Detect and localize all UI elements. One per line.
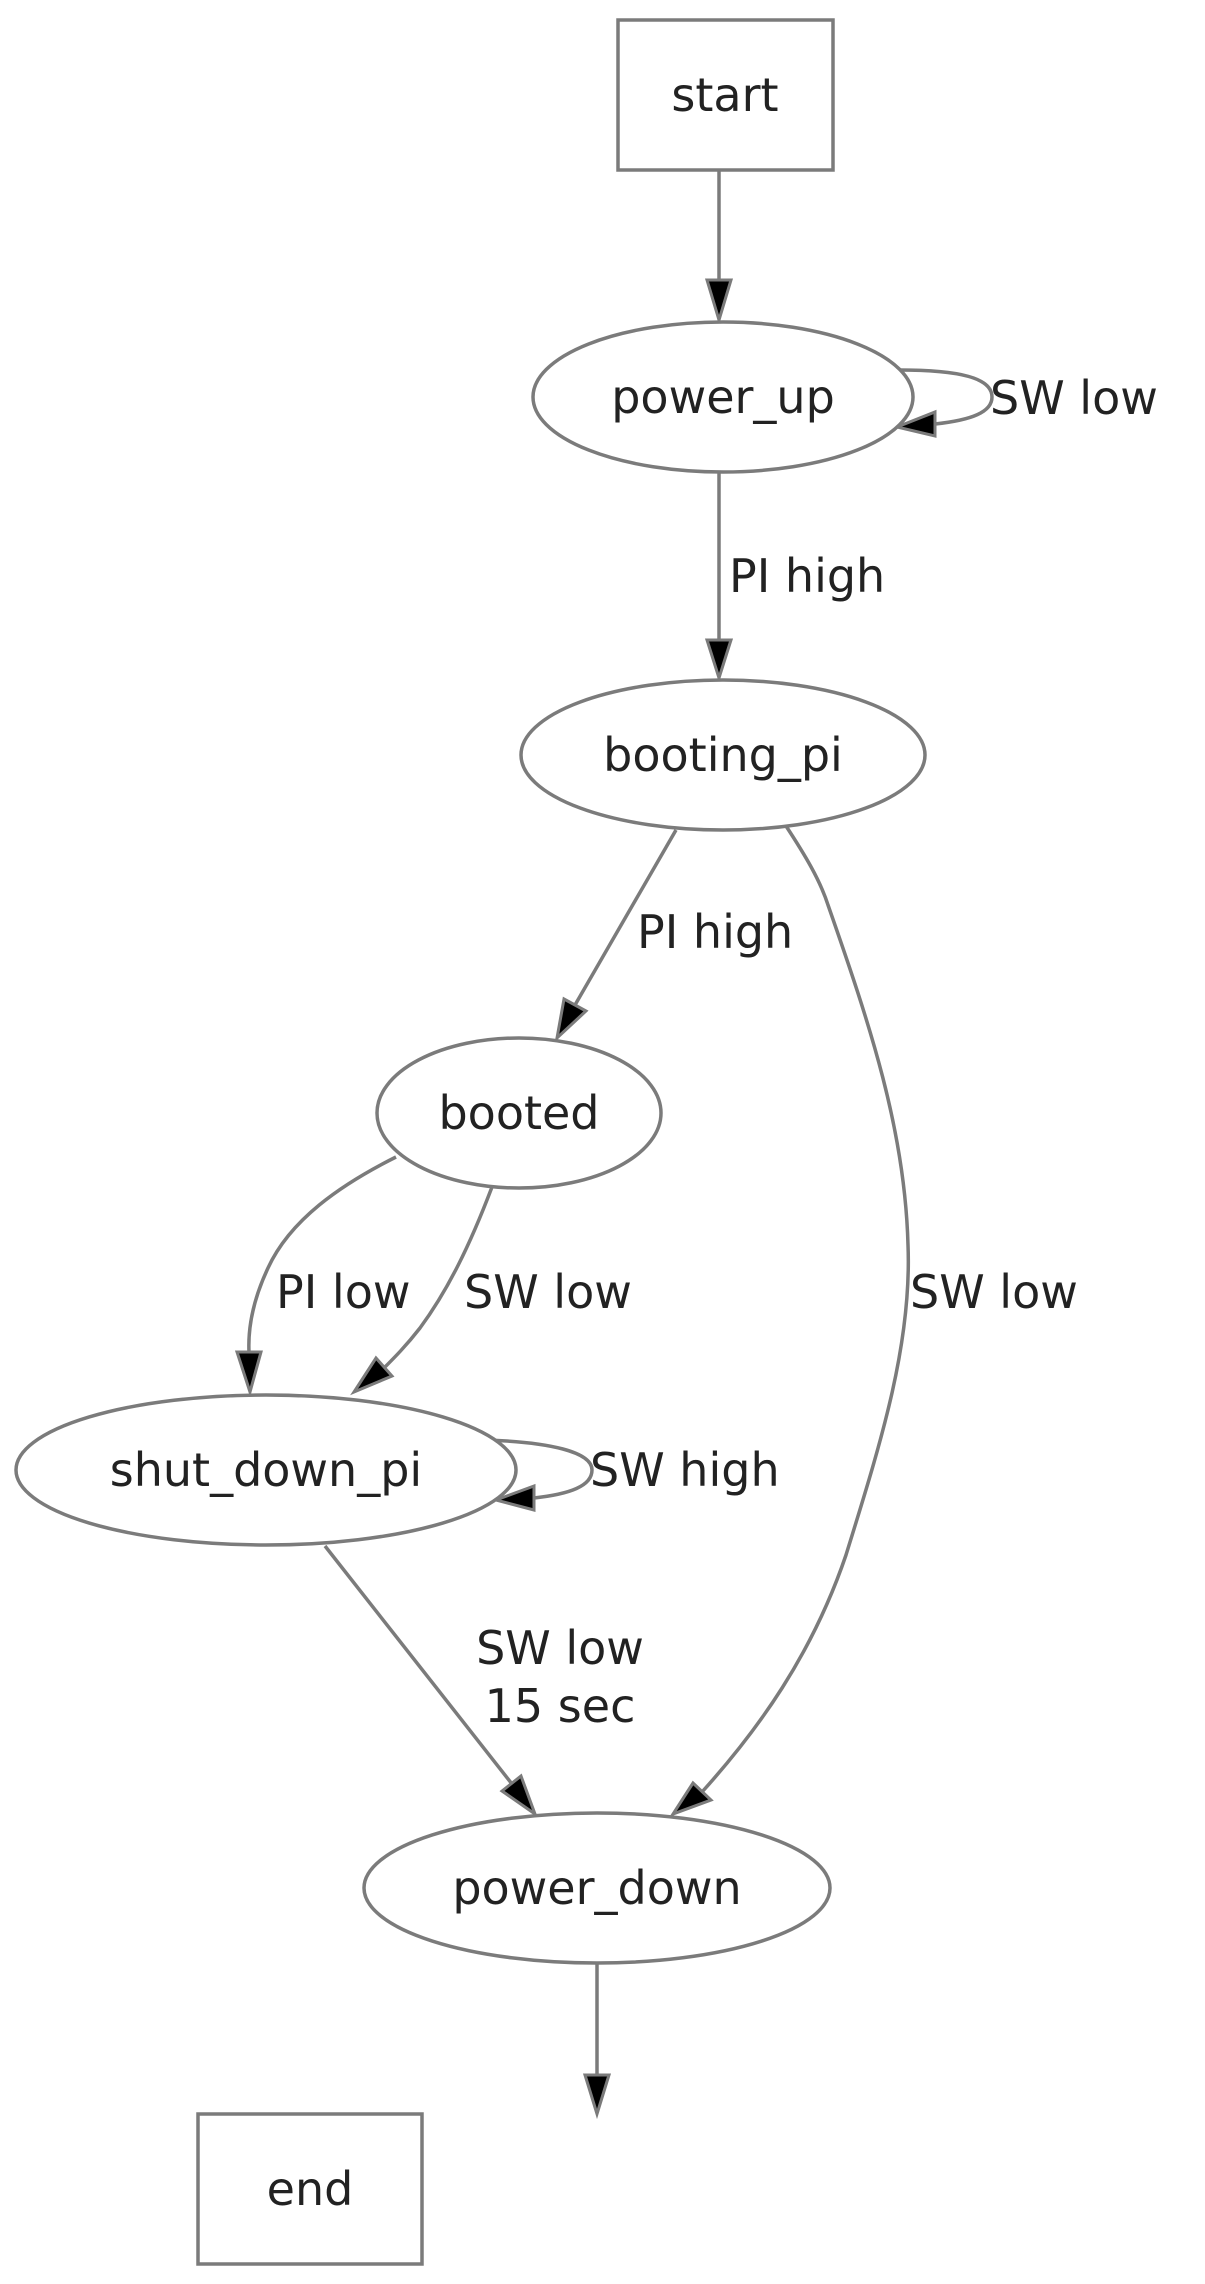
arrow-head bbox=[499, 1773, 539, 1818]
edge-label-power-up-to-booting-pi: PI high bbox=[729, 549, 885, 603]
node-power-down: power_down bbox=[362, 1811, 832, 1965]
node-label-end: end bbox=[267, 2162, 354, 2216]
edge-label-booted-to-shut-down-pi-pi-low: PI low bbox=[276, 1265, 410, 1319]
node-power-up: power_up bbox=[531, 320, 915, 474]
node-label-booting-pi: booting_pi bbox=[603, 728, 843, 782]
node-label-shut-down-pi: shut_down_pi bbox=[110, 1443, 422, 1497]
node-label-start: start bbox=[671, 68, 778, 122]
arrow-head bbox=[234, 1350, 263, 1398]
edge-label-booting-pi-to-booted: PI high bbox=[637, 905, 793, 959]
node-booted: booted bbox=[375, 1036, 663, 1190]
node-end: end bbox=[196, 2112, 424, 2266]
edge-label-booted-to-shut-down-pi-sw-low: SW low bbox=[464, 1265, 632, 1319]
edge-booted-to-shut-down-pi-sw-low: SW low bbox=[350, 1186, 632, 1396]
node-start: start bbox=[616, 18, 835, 172]
edge-label-power-up-self: SW low bbox=[990, 371, 1158, 425]
node-booting-pi: booting_pi bbox=[519, 678, 927, 832]
edge-shut-down-pi-to-power-down: SW low 15 sec bbox=[323, 1544, 644, 1818]
node-label-power-up: power_up bbox=[611, 370, 835, 424]
edge-power-up-to-booting-pi: PI high bbox=[704, 472, 885, 683]
edge-start-to-power-up bbox=[704, 170, 734, 326]
node-label-power-down: power_down bbox=[452, 1861, 741, 1915]
edge-label-shut-down-pi-to-power-down-line1: SW low bbox=[476, 1621, 644, 1675]
arrow-head bbox=[892, 409, 937, 438]
edge-booted-to-shut-down-pi-pi-low: PI low bbox=[234, 1155, 410, 1398]
edge-booting-pi-to-power-down: SW low bbox=[669, 825, 1078, 1817]
arrow-head bbox=[350, 1355, 395, 1396]
arrow-head bbox=[669, 1780, 714, 1817]
arrow-head bbox=[704, 638, 734, 683]
arrow-head bbox=[704, 278, 734, 326]
node-label-booted: booted bbox=[438, 1086, 599, 1140]
edge-label-shut-down-pi-to-power-down-line2: 15 sec bbox=[485, 1679, 636, 1733]
arrow-head bbox=[491, 1483, 536, 1512]
edge-booting-pi-to-booted: PI high bbox=[554, 829, 793, 1043]
arrow-head bbox=[554, 996, 589, 1043]
edge-label-shut-down-pi-self: SW high bbox=[590, 1443, 780, 1497]
node-shut-down-pi: shut_down_pi bbox=[14, 1393, 518, 1547]
edge-power-down-to-end bbox=[582, 1964, 612, 2120]
edge-power-up-self: SW low bbox=[892, 368, 1158, 438]
edge-shut-down-pi-self: SW high bbox=[484, 1438, 780, 1512]
edge-label-booting-pi-to-power-down: SW low bbox=[910, 1265, 1078, 1319]
arrow-head bbox=[582, 2073, 612, 2120]
